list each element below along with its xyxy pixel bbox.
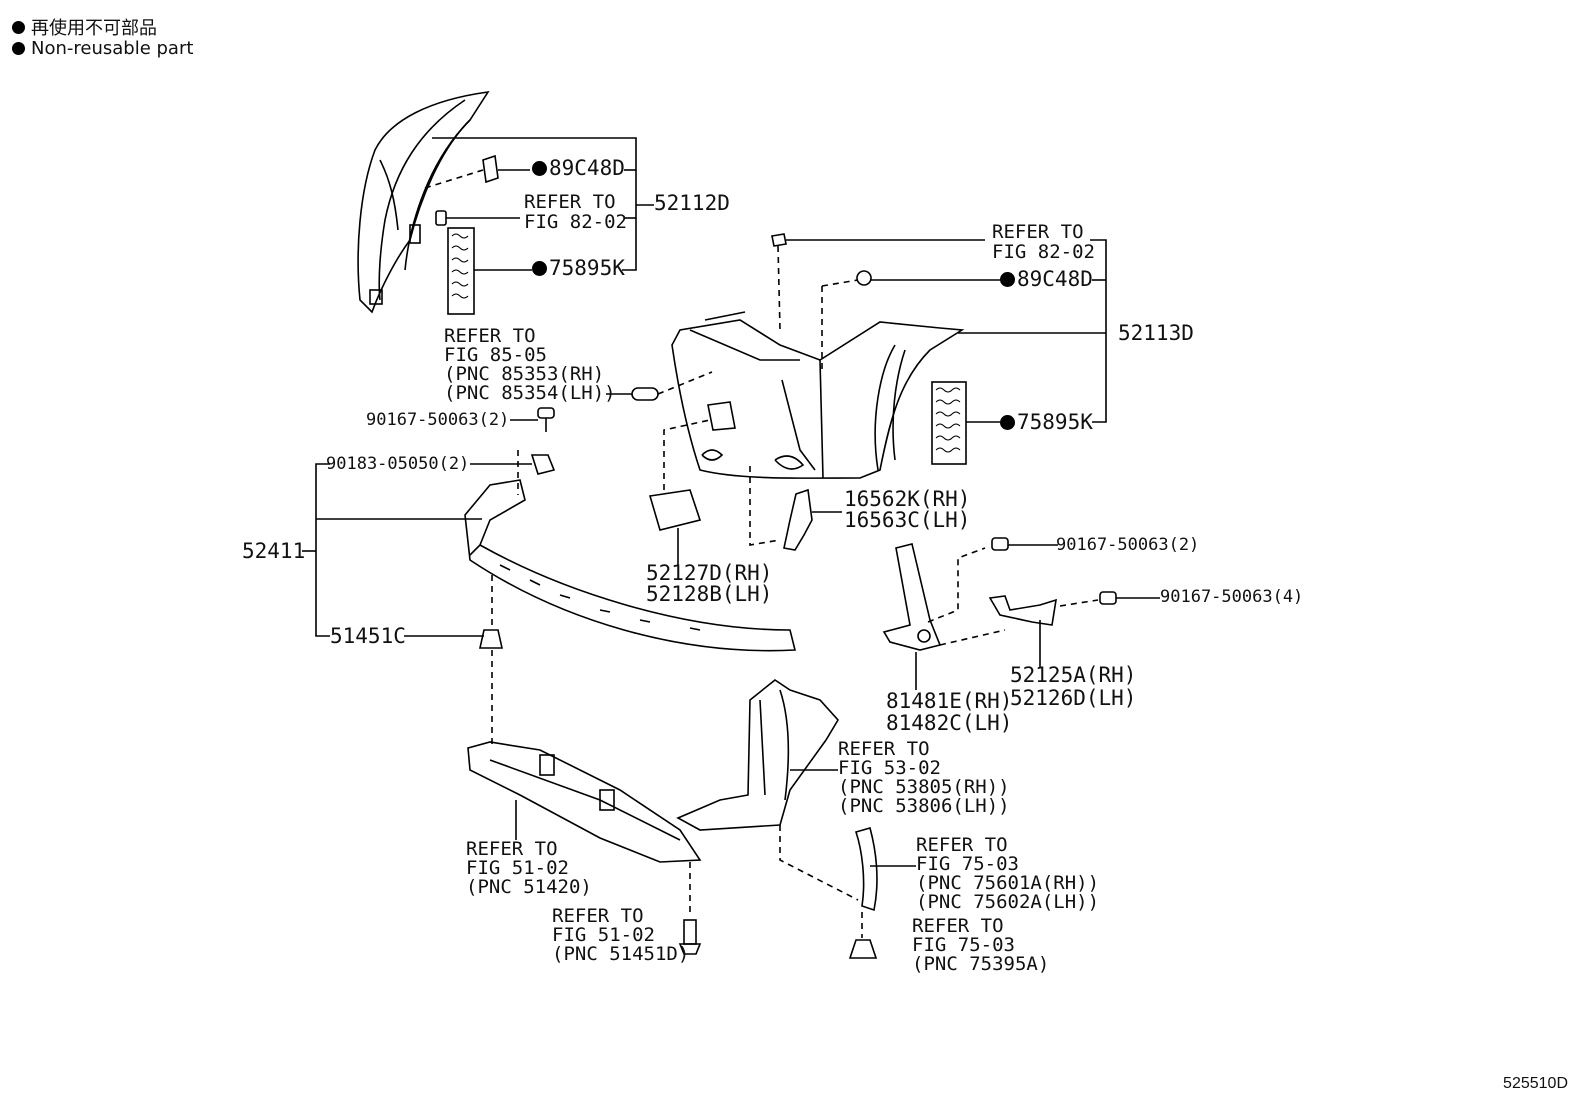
label-ref53-l2: FIG 53-02 [838, 757, 941, 779]
label-ref85-l3: (PNC 85353(RH) [444, 363, 605, 385]
label-90167-a: 90167-50063(2) [366, 410, 510, 430]
label-89c48d-a: 89C48D [532, 157, 625, 180]
label-ref51b-l1: REFER TO [552, 905, 644, 927]
label-ref75b-l2: FIG 75-03 [912, 934, 1015, 956]
screw-90167-b [991, 537, 1009, 551]
label-52127d: 52127D(RH) [646, 561, 773, 585]
label-ref53-l4: (PNC 53806(LH)) [838, 795, 1010, 817]
label-ref51b-l2: FIG 51-02 [552, 924, 655, 946]
label-16563c: 16563C(LH) [844, 508, 971, 532]
label-ref82-b-l1: REFER TO [992, 221, 1084, 243]
fender-liner [676, 679, 839, 831]
label-75895k-b: 75895K [1000, 411, 1093, 434]
label-ref75b-l1: REFER TO [912, 915, 1004, 937]
lower-spoiler-52411 [464, 479, 797, 652]
clip-90183 [530, 454, 556, 475]
label-ref75a-l2: FIG 75-03 [916, 853, 1019, 875]
label-ref75a-l3: (PNC 75601A(RH)) [916, 872, 1100, 894]
label-ref82-a-l2: FIG 82-02 [524, 211, 627, 233]
fender-bracket-upper-left [357, 90, 490, 314]
screw-51451d [678, 919, 702, 955]
label-51451c: 51451C [330, 624, 406, 648]
legend-text-en: Non-reusable part [31, 38, 194, 59]
non-reusable-dot-icon [12, 42, 25, 55]
label-90167-c: 90167-50063(4) [1160, 587, 1304, 607]
bracket-52125a [988, 595, 1057, 626]
bracket-16562k [783, 488, 813, 551]
label-ref51b-l3: (PNC 51451D) [552, 943, 690, 965]
label-ref82-a-l1: REFER TO [524, 191, 616, 213]
label-ref85-l1: REFER TO [444, 325, 536, 347]
label-ref51a-l2: FIG 51-02 [466, 857, 569, 879]
label-ref82-b-l2: FIG 82-02 [992, 241, 1095, 263]
foam-pad-75895k-b [931, 381, 967, 465]
clip-89c48d-b [856, 270, 872, 286]
legend-text-jp: 再使用不可部品 [31, 18, 157, 39]
label-ref75a-l4: (PNC 75602A(LH)) [916, 891, 1100, 913]
label-16562k: 16562K(RH) [844, 487, 971, 511]
screw-90167-a [537, 407, 555, 432]
clip-89c48d-a [482, 154, 499, 184]
label-ref85-l4: (PNC 85354(LH)) [444, 382, 616, 404]
non-reusable-dot-icon [12, 20, 25, 34]
label-52411: 52411 [242, 539, 306, 563]
label-ref53-l1: REFER TO [838, 738, 930, 760]
screw-90167-c [1099, 591, 1117, 605]
label-52128b: 52128B(LH) [646, 582, 773, 606]
label-ref85-l2: FIG 85-05 [444, 344, 547, 366]
label-52125a: 52125A(RH) [1010, 663, 1137, 687]
label-52113d: 52113D [1118, 321, 1194, 345]
label-ref51a-l3: (PNC 51420) [466, 876, 592, 898]
clip-75395a [848, 939, 878, 959]
label-ref51a-l1: REFER TO [466, 838, 558, 860]
page-number: 525510D [1503, 1075, 1568, 1092]
label-ref53-l3: (PNC 53805(RH)) [838, 776, 1010, 798]
label-ref75b-l3: (PNC 75395A) [912, 953, 1050, 975]
label-75895k-a: 75895K [532, 257, 625, 280]
wheel-opening-moulding [854, 827, 878, 912]
engine-under-cover [467, 741, 702, 863]
label-52112d: 52112D [654, 191, 730, 215]
foam-pad-75895k-a [447, 227, 475, 315]
label-81482c: 81482C(LH) [886, 711, 1013, 735]
label-52126d: 52126D(LH) [1010, 686, 1137, 710]
bumper-cover [671, 311, 965, 479]
label-ref75a-l1: REFER TO [916, 834, 1008, 856]
label-90167-b: 90167-50063(2) [1056, 535, 1200, 555]
label-89c48d-b: 89C48D [1000, 268, 1093, 291]
label-90183: 90183-05050(2) [326, 454, 470, 474]
legend-item-jp: 再使用不可部品 [12, 14, 157, 40]
clip-refer-82-02-b [771, 233, 787, 247]
tow-hook-cover [648, 489, 702, 531]
legend-item-en: Non-reusable part [12, 38, 193, 59]
label-81481e: 81481E(RH) [886, 689, 1013, 713]
side-reflector-garnish [882, 543, 942, 651]
clip-51451c [479, 629, 503, 649]
